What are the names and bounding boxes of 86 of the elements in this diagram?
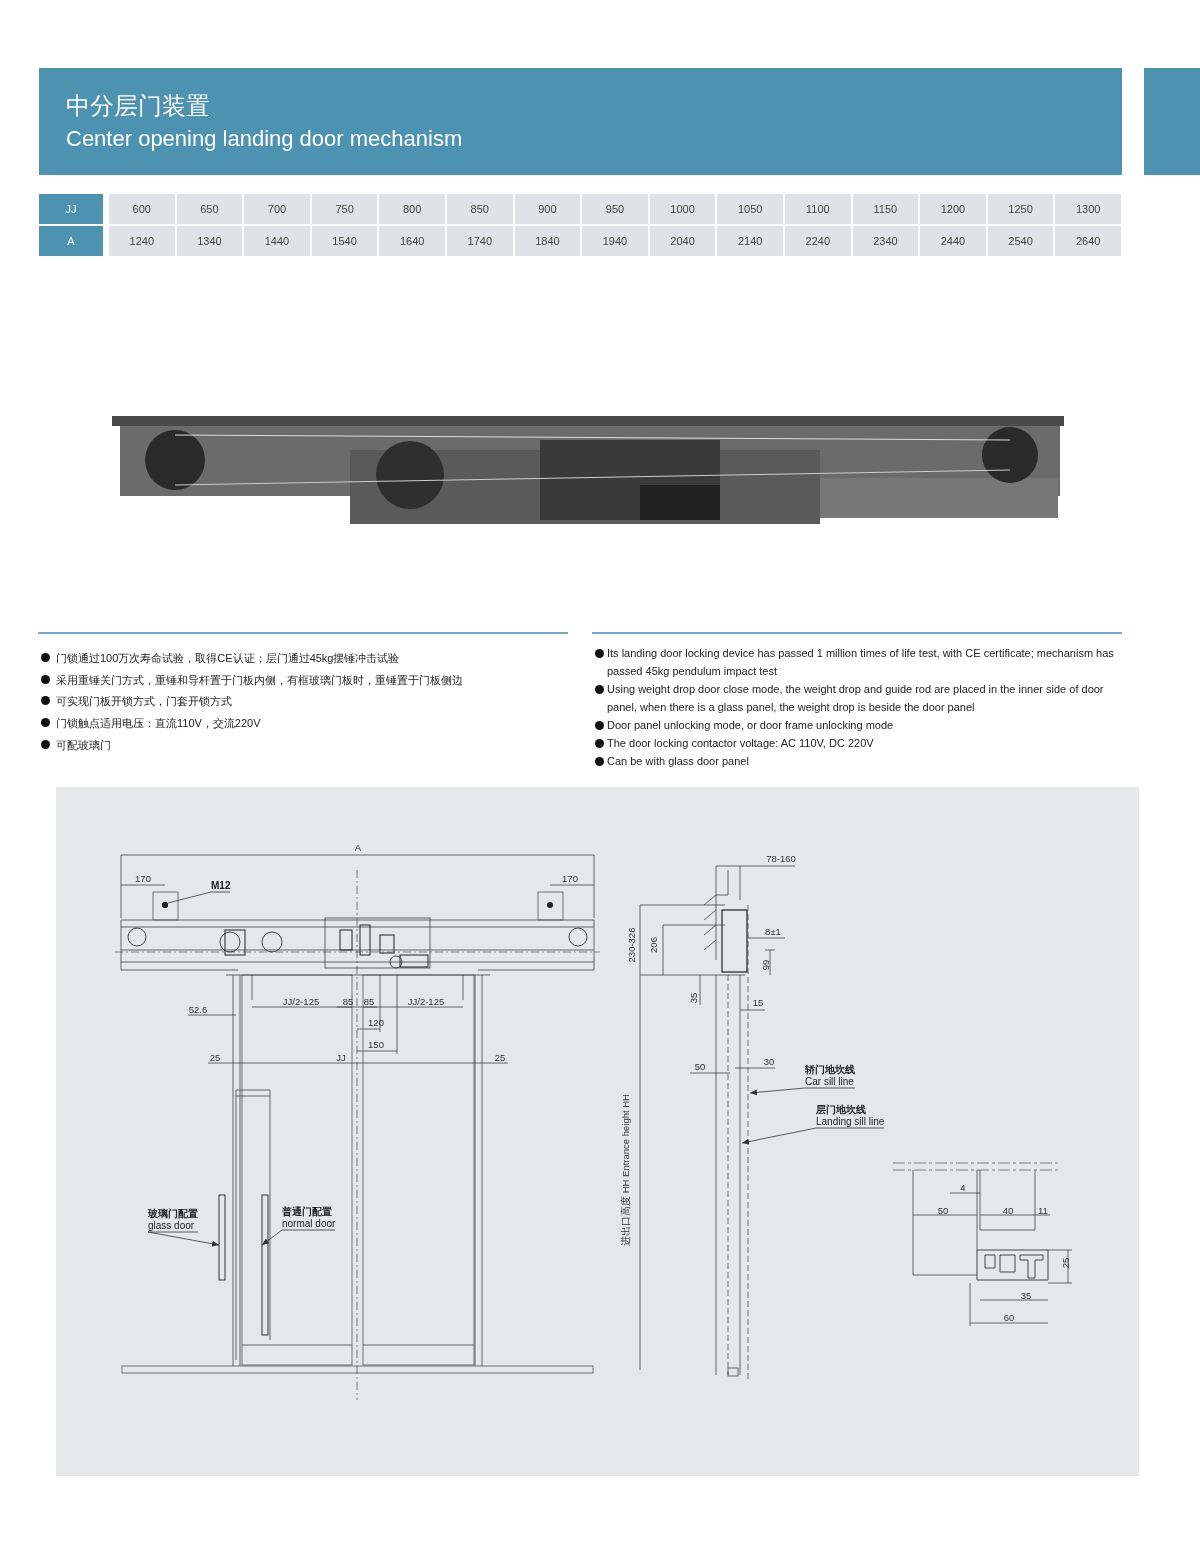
table-cell: 1840 <box>514 226 581 256</box>
dimension-label: 40 <box>1002 1206 1014 1216</box>
dimension-label: 206 <box>649 937 659 953</box>
table-cell: 1200 <box>920 194 986 224</box>
feature-text: Its landing door locking device has passed 1 million times of life test, with CE certificate; mechanism has passed 45kg pendulum impact test <box>607 646 1115 679</box>
callout-label: 普通门配置 <box>282 1206 333 1218</box>
table-cell: 2440 <box>920 226 986 256</box>
dimension-label: 进出口高度 HH Entrance height HH <box>621 1094 631 1246</box>
table-cell: 2340 <box>852 226 919 256</box>
dimension-label: JJ/2-125 <box>407 997 445 1007</box>
table-cell: 900 <box>514 194 581 224</box>
dimension-label: 170 <box>562 874 578 884</box>
table-cell: 1740 <box>447 226 513 256</box>
feature-text: 可配玻璃门 <box>56 738 111 752</box>
table-cell: 700 <box>244 194 310 224</box>
dimension-label: 11 <box>1038 1206 1048 1216</box>
callout-label: 玻璃门配置 <box>148 1208 198 1220</box>
callout-label: Car sill line <box>805 1076 855 1088</box>
dimension-label: 35 <box>689 992 699 1004</box>
table-cell: 1050 <box>717 194 783 224</box>
feature-text: Can be with glass door panel <box>607 754 750 769</box>
table-cell: 650 <box>176 194 243 224</box>
title: 中分层门装置 <box>66 91 210 121</box>
leader-line <box>167 891 231 904</box>
table-cell: 750 <box>311 194 378 224</box>
table-cell: 950 <box>582 194 648 224</box>
dimension-label: 170 <box>135 874 151 884</box>
table-cell: 1300 <box>1055 194 1121 224</box>
dimension-label: 30 <box>763 1057 775 1067</box>
dimension-label: 99 <box>761 959 771 971</box>
callout-label: glass door <box>148 1220 196 1232</box>
dimension-label: 85 <box>342 997 354 1007</box>
counterweight-bar <box>261 1194 269 1336</box>
table-cell: 1940 <box>582 226 648 256</box>
feature-text: 可实现门板开锁方式，门套开锁方式 <box>56 694 232 708</box>
callout-label: Landing sill line <box>816 1116 885 1128</box>
dimension-label: 52.6 <box>188 1005 208 1015</box>
dimension-label: 25 <box>1061 1257 1071 1269</box>
table-cell: 1100 <box>785 194 851 224</box>
table-cell: 2240 <box>785 226 851 256</box>
dimension-label: 78-160 <box>766 854 796 864</box>
table-cell: 1640 <box>379 226 445 256</box>
table-cell: 1150 <box>852 194 919 224</box>
feature-text: 门锁触点适用电压：直流110V，交流220V <box>56 716 261 730</box>
counterweight-bar <box>218 1194 226 1281</box>
feature-text: Using weight drop door close mode, the weight drop and guide rod are placed in the inner side of door panel, when there is a glass panel, the weight drop is beside the door panel <box>607 682 1105 715</box>
subtitle: Center opening landing door mechanism <box>66 126 463 152</box>
table-cell: 600 <box>109 194 175 224</box>
table-cell: 850 <box>447 194 513 224</box>
table-cell: 2140 <box>717 226 783 256</box>
callout-label: 层门地坎线 <box>816 1104 867 1116</box>
table-cell: 2540 <box>987 226 1054 256</box>
dimension-label: 120 <box>368 1018 384 1028</box>
table-cell: 1250 <box>987 194 1054 224</box>
dimension-label: 4 <box>960 1183 966 1193</box>
callout-label: normal door <box>282 1218 336 1230</box>
dimension-label: 50 <box>694 1062 706 1072</box>
dimension-label: 150 <box>368 1040 384 1050</box>
table-cell: 2640 <box>1055 226 1121 256</box>
feature-text: Door panel unlocking mode, or door frame unlocking mode <box>607 718 895 733</box>
dimension-label: JJ <box>336 1053 346 1063</box>
table-cell: 1440 <box>244 226 310 256</box>
table-cell: 1340 <box>176 226 243 256</box>
table-cell: 1540 <box>311 226 378 256</box>
dimension-label: JJ/2-125 <box>282 997 320 1007</box>
dimension-label: 35 <box>1020 1291 1032 1301</box>
feature-text: 门锁通过100万次寿命试验，取得CE认证；层门通过45kg摆锤冲击试验 <box>56 651 400 665</box>
dimension-label: 50 <box>937 1206 949 1216</box>
dimension-label: 25 <box>494 1053 506 1063</box>
feature-text: 采用重锤关门方式，重锤和导杆置于门板内侧，有框玻璃门板时，重锤置于门板侧边 <box>56 673 463 687</box>
dimension-label: 8±1 <box>765 927 781 937</box>
table-cell: 1240 <box>109 226 175 256</box>
callout-label: M12 <box>211 880 231 892</box>
dimension-label: 85 <box>363 997 375 1007</box>
header-cell: A <box>39 226 103 256</box>
table-cell: 1000 <box>649 194 716 224</box>
dimension-label: A <box>354 843 362 853</box>
bolt-hole <box>162 902 168 908</box>
table-cell: 2040 <box>649 226 716 256</box>
dimension-label: 60 <box>1003 1313 1015 1323</box>
table-cell: 800 <box>379 194 445 224</box>
callout-label: 轿门地坎线 <box>805 1064 855 1076</box>
side-section-drawing <box>639 869 749 1381</box>
feature-text: The door locking contactor voltage: AC 110V, DC 220V <box>607 736 875 751</box>
dimension-label: 25 <box>209 1053 221 1063</box>
header-cell: JJ <box>39 194 103 224</box>
